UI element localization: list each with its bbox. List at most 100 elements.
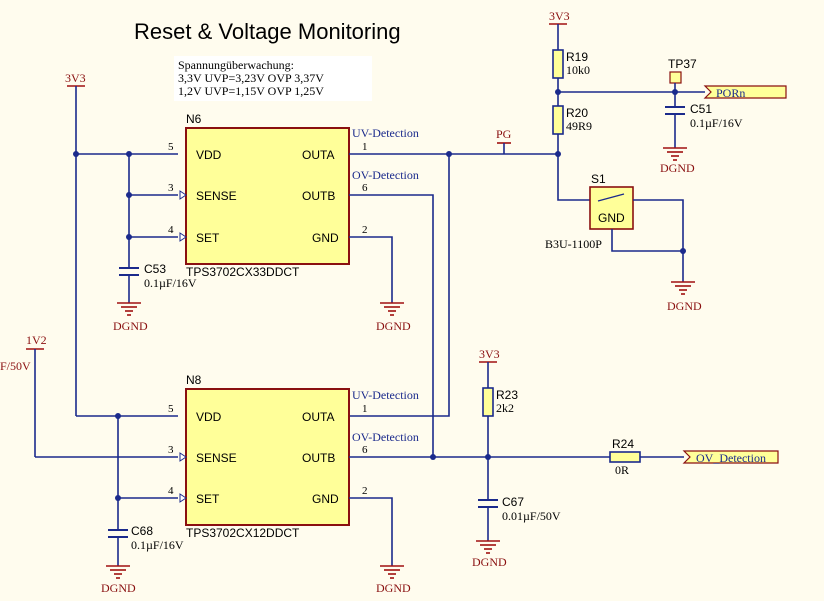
power-1v2[interactable]: 1V2	[26, 333, 178, 458]
junction-dot	[680, 248, 686, 254]
gnd-symbol-n6: DGND	[376, 302, 411, 333]
r24-ref: R24	[612, 437, 634, 451]
s1-part: B3U-1100P	[545, 237, 602, 251]
c53-value: 0.1µF/16V	[144, 276, 197, 290]
gnd-symbol-s1: DGND	[667, 281, 702, 313]
pg-label: PG	[496, 127, 512, 141]
n8-pin-vdd-num: 5	[168, 403, 174, 415]
power-3v3-r23[interactable]: 3V3	[479, 347, 500, 388]
switch-s1[interactable]: S1 GND B3U-1100P	[545, 172, 634, 251]
capacitor-c67[interactable]: C67 0.01µF/50V	[478, 495, 561, 541]
net-label-n6-ov: OV-Detection	[352, 168, 419, 182]
wire-n8-gnd	[349, 497, 393, 566]
n8-pin-set-num: 4	[168, 485, 174, 497]
n6-pin-vdd: VDD	[196, 148, 222, 162]
power-3v3-left[interactable]: 3V3	[65, 71, 86, 416]
n8-ref: N8	[186, 373, 202, 387]
junction-dot	[73, 151, 79, 157]
wire-s1-out	[633, 199, 684, 282]
testpoint-tp37[interactable]: TP37	[668, 57, 697, 92]
c68-value: 0.1µF/16V	[131, 538, 184, 552]
r19-ref: R19	[566, 50, 588, 64]
r23-ref: R23	[496, 388, 518, 402]
n6-ref: N6	[186, 112, 202, 126]
n6-pin-outa-num: 1	[362, 141, 368, 153]
n8-pin-sense: SENSE	[196, 451, 237, 465]
n8-pin-gnd-num: 2	[362, 485, 368, 497]
s1-ref: S1	[591, 172, 606, 186]
n8-pin-set: SET	[196, 492, 220, 506]
ic-n6[interactable]: N6 TPS3702CX33DDCT 5 VDD 3 SENSE 4 SET O…	[168, 112, 368, 279]
resistor-r20[interactable]: R20 49R9	[552, 105, 592, 135]
dgnd-label: DGND	[472, 555, 507, 569]
junction-dot	[126, 192, 132, 198]
n8-pin-outa-num: 1	[362, 403, 368, 415]
s1-pin-gnd: GND	[598, 211, 625, 225]
dgnd-label: DGND	[660, 161, 695, 175]
gnd-symbol-n8: DGND	[376, 565, 411, 595]
capacitor-c53[interactable]: C53 0.1µF/16V	[119, 262, 197, 303]
gnd-symbol-c68: DGND	[101, 565, 136, 595]
n6-part: TPS3702CX33DDCT	[186, 265, 300, 279]
dgnd-label: DGND	[667, 299, 702, 313]
wire-s1-in	[557, 154, 590, 201]
power-1v2-label: 1V2	[26, 333, 47, 347]
wire-s1-gnd	[611, 229, 683, 252]
junction-dot	[115, 495, 121, 501]
power-3v3-r23-label: 3V3	[479, 347, 500, 361]
resistor-r24[interactable]: R24 0R	[609, 437, 641, 477]
wire-pg-n8-outa	[349, 154, 450, 417]
n6-pin-outa: OUTA	[302, 148, 334, 162]
c67-ref: C67	[502, 495, 524, 509]
note-box	[174, 56, 372, 101]
r24-value: 0R	[615, 463, 629, 477]
wire-n6-outb	[349, 194, 434, 457]
net-label-n8-ov: OV-Detection	[352, 430, 419, 444]
n6-pin-outb: OUTB	[302, 189, 335, 203]
left-fragment-label: F/50V	[0, 359, 31, 373]
n8-pin-outb-num: 6	[362, 444, 368, 456]
dgnd-label: DGND	[101, 581, 136, 595]
wire-n6-gnd	[349, 236, 393, 303]
c51-ref: C51	[690, 102, 712, 116]
tp37-ref: TP37	[668, 57, 697, 71]
schematic-title: Reset & Voltage Monitoring	[134, 19, 401, 44]
note-line-1: Spannungüberwachung:	[178, 58, 294, 72]
junction-dot	[430, 454, 436, 460]
port-porn[interactable]: PORn	[703, 85, 787, 100]
n6-pin-set: SET	[196, 231, 220, 245]
gnd-symbol-c67: DGND	[472, 540, 507, 569]
r20-value: 49R9	[566, 119, 592, 133]
power-3v3-top[interactable]: 3V3	[549, 9, 570, 50]
resistor-r23[interactable]: R23 2k2	[482, 387, 518, 417]
n8-pin-gnd: GND	[312, 492, 339, 506]
net-label-n8-uv: UV-Detection	[352, 388, 419, 402]
n8-pin-vdd: VDD	[196, 410, 222, 424]
junction-dot	[126, 234, 132, 240]
n6-pin-gnd-num: 2	[362, 224, 368, 236]
dgnd-label: DGND	[113, 319, 148, 333]
n8-pin-outa: OUTA	[302, 410, 334, 424]
ov-detection-label: OV_Detection	[696, 451, 766, 465]
net-label-n6-uv: UV-Detection	[352, 126, 419, 140]
capacitor-c68[interactable]: C68 0.1µF/16V	[108, 524, 184, 566]
r19-value: 10k0	[566, 63, 590, 77]
n6-pin-vdd-num: 5	[168, 141, 174, 153]
gnd-symbol-c51: DGND	[660, 147, 695, 175]
n6-pin-sense-num: 3	[168, 182, 174, 194]
r23-value: 2k2	[496, 401, 514, 415]
note-line-2: 3,3V UVP=3,23V OVP 3,37V	[178, 71, 324, 85]
gnd-symbol-c53: DGND	[113, 302, 148, 333]
resistor-r19[interactable]: R19 10k0	[552, 49, 590, 79]
capacitor-c51[interactable]: C51 0.1µF/16V	[665, 102, 743, 148]
port-ov-detection[interactable]: OV_Detection	[682, 450, 779, 465]
n8-pin-outb: OUTB	[302, 451, 335, 465]
n6-pin-outb-num: 6	[362, 182, 368, 194]
n6-pin-gnd: GND	[312, 231, 339, 245]
net-pg: PG	[496, 127, 512, 154]
dgnd-label: DGND	[376, 581, 411, 595]
r20-ref: R20	[566, 106, 588, 120]
n8-pin-sense-num: 3	[168, 444, 174, 456]
ic-n8[interactable]: N8 TPS3702CX12DDCT 5 VDD 3 SENSE 4 SET O…	[168, 373, 368, 540]
